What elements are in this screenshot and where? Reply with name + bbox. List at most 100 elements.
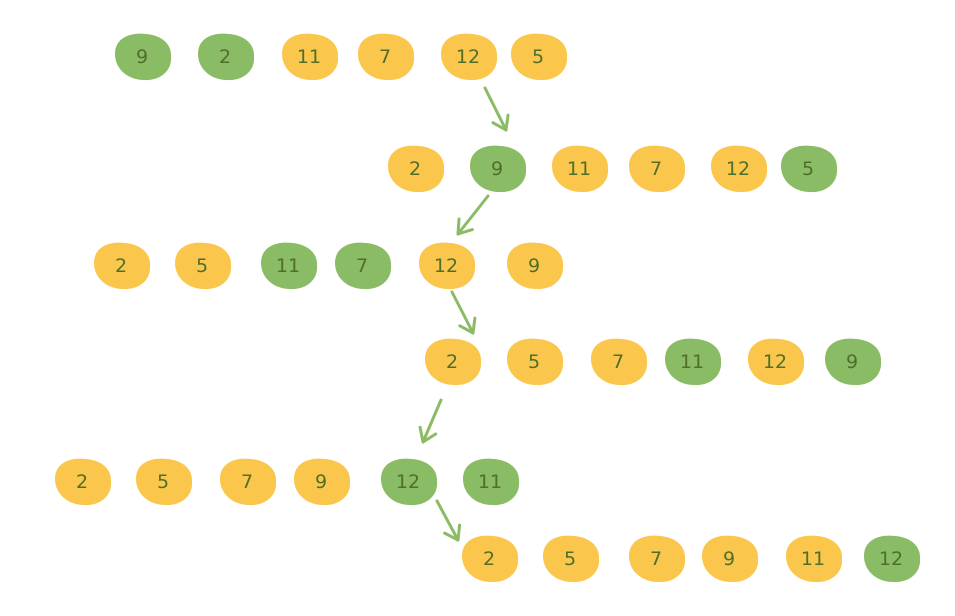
- blob-number: 7: [650, 158, 662, 180]
- blob-shape: [711, 145, 768, 193]
- number-blob: 2: [94, 242, 151, 290]
- highlighted-number-blob: 5: [781, 145, 838, 193]
- highlighted-number-blob: 9: [825, 338, 882, 386]
- blob-shape: [381, 458, 438, 506]
- highlighted-number-blob: 9: [470, 145, 527, 193]
- highlighted-number-blob: 7: [335, 242, 392, 290]
- blob-number: 2: [409, 158, 421, 180]
- number-blob: 11: [786, 535, 843, 583]
- number-blob: 5: [136, 458, 193, 506]
- blob-shape: [294, 458, 351, 506]
- blob-number: 7: [612, 351, 624, 373]
- arrow-head: [456, 217, 474, 236]
- number-blob: 7: [220, 458, 277, 506]
- blob-shape: [261, 242, 318, 290]
- blob-number: 7: [650, 548, 662, 570]
- blob-number: 7: [379, 46, 391, 68]
- number-blob: 5: [511, 33, 568, 81]
- arrow-shaft: [456, 194, 490, 236]
- blob-number: 5: [157, 471, 169, 493]
- blob-shape: [591, 338, 648, 386]
- arrow-head: [491, 113, 510, 132]
- blob-shape: [825, 338, 882, 386]
- number-blob: 9: [702, 535, 759, 583]
- blob-number: 12: [456, 46, 480, 68]
- blob-shape: [786, 535, 843, 583]
- number-blob: 12: [711, 145, 768, 193]
- blob-number: 5: [802, 158, 814, 180]
- blob-shape: [282, 33, 339, 81]
- step-arrow-icon: [456, 194, 490, 236]
- blob-number: 5: [528, 351, 540, 373]
- number-blob: 5: [175, 242, 232, 290]
- blob-shape: [220, 458, 277, 506]
- highlighted-number-blob: 11: [665, 338, 722, 386]
- blob-number: 11: [801, 548, 825, 570]
- blob-shape: [425, 338, 482, 386]
- blob-shape: [358, 33, 415, 81]
- blob-number: 11: [276, 255, 300, 277]
- highlighted-number-blob: 11: [463, 458, 520, 506]
- arrow-shaft: [450, 290, 475, 335]
- blob-number: 2: [446, 351, 458, 373]
- blob-number: 11: [478, 471, 502, 493]
- blob-number: 9: [491, 158, 503, 180]
- blob-shape: [748, 338, 805, 386]
- blob-shape: [198, 33, 255, 81]
- blob-number: 9: [723, 548, 735, 570]
- number-blob: 7: [629, 535, 686, 583]
- blob-number: 11: [680, 351, 704, 373]
- blob-number: 9: [846, 351, 858, 373]
- number-blob: 11: [282, 33, 339, 81]
- blob-shape: [335, 242, 392, 290]
- number-blob: 2: [388, 145, 445, 193]
- blob-shape: [507, 242, 564, 290]
- blob-number: 5: [196, 255, 208, 277]
- number-blob: 7: [591, 338, 648, 386]
- step-row-5: 2 5 7 9 12 11: [55, 458, 520, 506]
- blob-number: 9: [136, 46, 148, 68]
- blob-shape: [665, 338, 722, 386]
- highlighted-number-blob: 2: [198, 33, 255, 81]
- blob-shape: [543, 535, 600, 583]
- blob-shape: [470, 145, 527, 193]
- blob-shape: [55, 458, 112, 506]
- arrow-head: [458, 316, 477, 335]
- highlighted-number-blob: 9: [115, 33, 172, 81]
- arrow-shaft: [435, 499, 460, 542]
- number-blob: 12: [441, 33, 498, 81]
- number-blob: 5: [543, 535, 600, 583]
- blob-number: 5: [564, 548, 576, 570]
- blob-number: 2: [483, 548, 495, 570]
- blob-shape: [702, 535, 759, 583]
- arrow-shaft: [483, 86, 508, 132]
- blob-number: 2: [76, 471, 88, 493]
- blob-number: 2: [115, 255, 127, 277]
- arrow-shaft: [421, 398, 443, 444]
- number-blob: 9: [294, 458, 351, 506]
- arrow-head: [443, 523, 462, 542]
- number-blob: 7: [629, 145, 686, 193]
- blob-shape: [463, 458, 520, 506]
- blob-number: 7: [241, 471, 253, 493]
- arrows-layer: [418, 86, 510, 542]
- number-blob: 7: [358, 33, 415, 81]
- blob-shape: [175, 242, 232, 290]
- step-arrow-icon: [418, 398, 443, 444]
- blob-number: 12: [763, 351, 787, 373]
- blob-number: 12: [396, 471, 420, 493]
- blob-shape: [629, 535, 686, 583]
- blob-number: 9: [315, 471, 327, 493]
- blob-shape: [94, 242, 151, 290]
- number-blob: 12: [748, 338, 805, 386]
- blob-shape: [781, 145, 838, 193]
- blob-number: 12: [726, 158, 750, 180]
- number-blob: 2: [462, 535, 519, 583]
- highlighted-number-blob: 11: [261, 242, 318, 290]
- arrow-head: [418, 425, 438, 444]
- blob-number: 11: [297, 46, 321, 68]
- blob-shape: [136, 458, 193, 506]
